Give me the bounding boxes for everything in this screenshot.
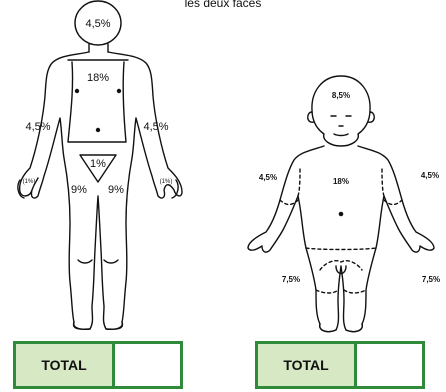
- child-right-arm-percent: 4,5%: [421, 171, 439, 180]
- total-value-field[interactable]: [115, 344, 180, 386]
- total-box-child: TOTAL: [255, 341, 425, 389]
- child-right-leg-percent: 7,5%: [422, 275, 440, 284]
- adult-trunk-percent: 18%: [87, 72, 109, 84]
- adult-genitals-percent: 1%: [90, 158, 106, 170]
- total-value-field[interactable]: [357, 344, 422, 386]
- adult-right-arm-percent: 4,5%: [143, 121, 168, 133]
- child-figure: [248, 76, 434, 332]
- total-box-adult: TOTAL: [13, 341, 183, 389]
- adult-left-arm-percent: 4,5%: [25, 121, 50, 133]
- total-label: TOTAL: [16, 344, 115, 386]
- child-trunk-percent: 18%: [333, 177, 349, 186]
- child-labels: 8,5% 18% 4,5% 4,5% 7,5% 7,5%: [259, 91, 440, 284]
- child-left-leg-percent: 7,5%: [282, 275, 300, 284]
- child-head-percent: 8,5%: [332, 91, 350, 100]
- adult-left-hand-percent: (1%): [23, 179, 36, 185]
- adult-left-leg-percent: 9%: [71, 184, 87, 196]
- total-label: TOTAL: [258, 344, 357, 386]
- child-left-arm-percent: 4,5%: [259, 173, 277, 182]
- adult-right-hand-percent: (1%): [160, 179, 173, 185]
- adult-right-leg-percent: 9%: [108, 184, 124, 196]
- adult-head-percent: 4,5%: [85, 18, 110, 30]
- adult-body-outline: [20, 52, 182, 329]
